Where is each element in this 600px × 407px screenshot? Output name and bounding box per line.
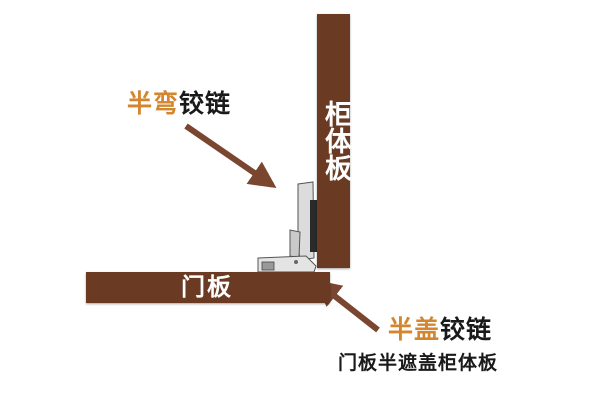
- door-board-label: 门板: [181, 273, 233, 301]
- half-overlay-text: 半盖: [388, 315, 441, 344]
- cabinet-board: 柜体板: [317, 14, 351, 268]
- cabinet-board-label: 柜体板: [320, 100, 351, 181]
- door-board: 门板: [86, 272, 330, 303]
- half-bend-text: 半弯: [127, 89, 180, 118]
- half-overlay-hinge-label: 半盖铰链: [388, 310, 492, 346]
- hinge-text: 铰链: [440, 315, 493, 344]
- hinge-graphic: [257, 181, 318, 273]
- arrow-to-half-bend-hinge: [184, 123, 277, 189]
- overlay-caption: 门板半遮盖柜体板: [338, 352, 499, 374]
- hinge-text: 铰链: [179, 89, 232, 118]
- half-bend-hinge-label: 半弯铰链: [127, 84, 231, 120]
